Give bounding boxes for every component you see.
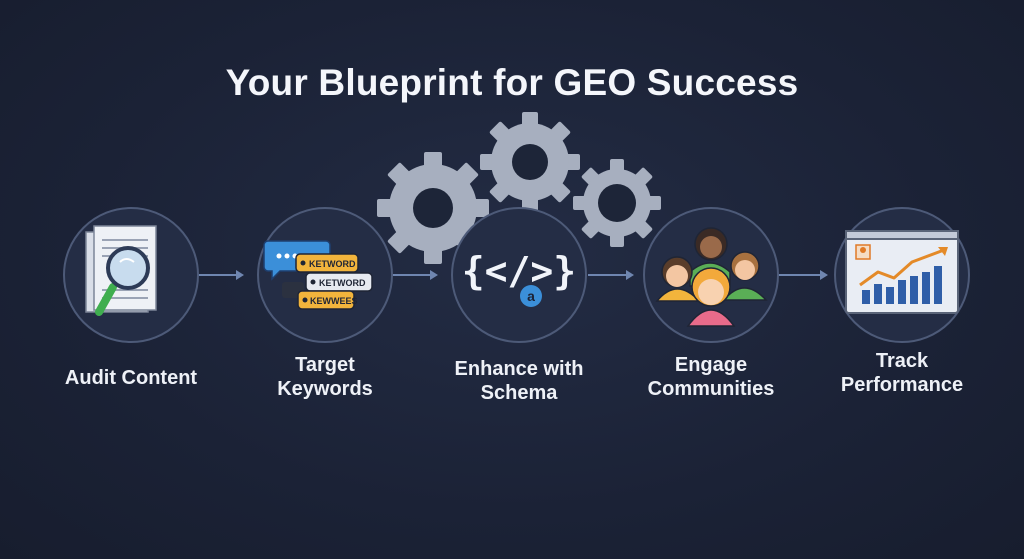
step-label-audit-content: Audit Content: [41, 366, 221, 390]
arrow-1: [198, 270, 244, 280]
keyword-tag-3: KEWWEES: [297, 290, 358, 310]
step-label-line: Performance: [840, 374, 964, 396]
keyword-tags-icon: KETWORD KETWORD KEWWEES: [263, 240, 373, 310]
person-right: [722, 251, 768, 301]
keyword-tag-2: KETWORD: [305, 272, 373, 292]
step-label-line: Communities: [647, 378, 775, 400]
arrow-4: [777, 270, 828, 280]
person-left: [655, 256, 701, 302]
step-label-enhance-schema: Enhance with Schema: [429, 357, 609, 405]
code-text: {</>}: [462, 249, 576, 293]
step-label-line: Track: [875, 350, 929, 372]
step-label-target-keywords: Target Keywords: [235, 353, 415, 401]
gear-icon: [573, 159, 661, 247]
gear-icon: [480, 112, 580, 212]
arrow-3: [588, 270, 634, 280]
growth-chart-icon: [845, 230, 959, 314]
diagram-title: Your Blueprint for GEO Success: [225, 62, 799, 103]
document-magnifier-icon: [85, 225, 157, 316]
code-badge-text: a: [527, 288, 535, 304]
keyword-tag-text: KETWORD: [309, 259, 356, 269]
people-group-icon: [655, 227, 768, 327]
step-label-engage-communities: Engage Communities: [621, 353, 801, 401]
step-label-line: Enhance with: [454, 358, 584, 380]
gears-decoration: [377, 112, 661, 264]
keyword-tag-text: KEWWEES: [310, 296, 358, 306]
keyword-tag-1: KETWORD: [295, 253, 359, 273]
person-front: [686, 267, 736, 327]
keyword-tag-text: KETWORD: [319, 278, 366, 288]
gear-icon: [377, 152, 489, 264]
connector-arrows: [198, 270, 828, 280]
step-label-line: Schema: [480, 382, 558, 404]
arrow-2: [392, 270, 438, 280]
step-label-track-performance: Track Performance: [812, 349, 992, 397]
step-label-line: Target: [295, 354, 355, 376]
step-circle-3: [451, 207, 587, 343]
step-label-line: Engage: [674, 354, 748, 376]
code-brackets-icon: {</>} a: [462, 249, 576, 307]
step-label-line: Keywords: [277, 378, 373, 400]
step-label-line: Audit Content: [64, 367, 198, 389]
